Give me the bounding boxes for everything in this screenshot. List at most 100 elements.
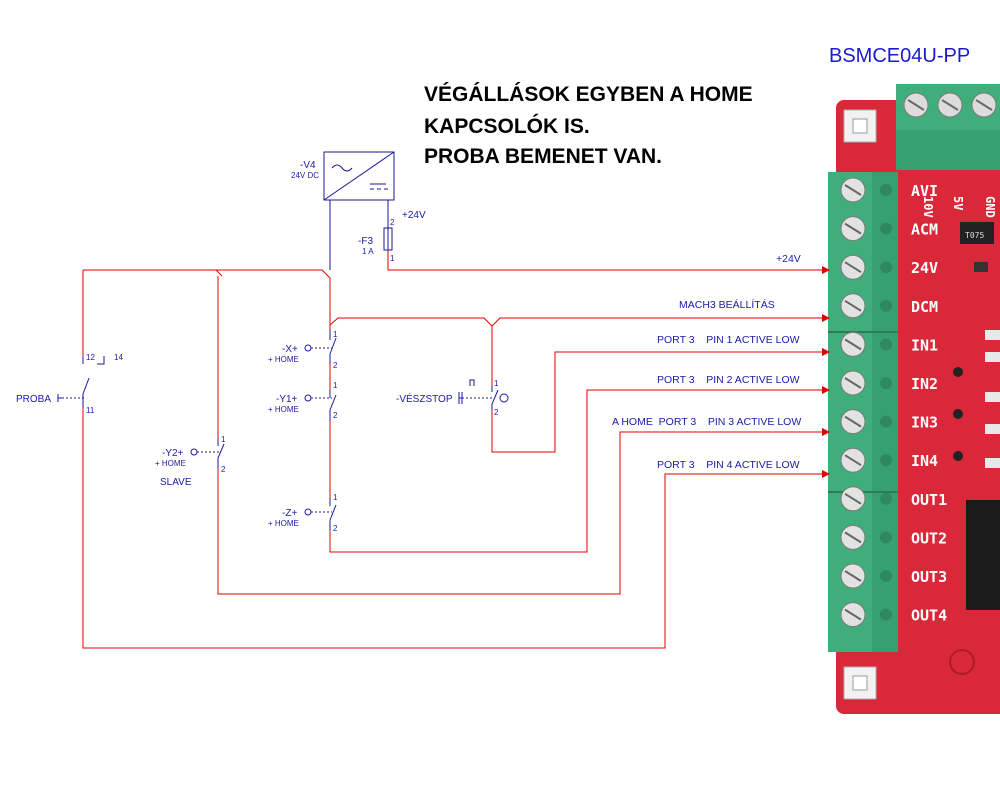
terminal-screws <box>840 177 892 628</box>
switch-y2-sub: + HOME <box>155 459 186 468</box>
probe-ref: PROBA <box>16 394 51 405</box>
psu-rating: 24V DC <box>291 171 319 180</box>
pin-label-out1: OUT1 <box>911 491 947 509</box>
label-24v: +24V <box>776 253 801 265</box>
fuse-f3: -F3 1 A 2 1 <box>358 218 395 263</box>
chip-label: T075 <box>965 231 984 240</box>
terminal-wire-hole <box>880 531 892 544</box>
probe-pin14: 14 <box>114 353 123 362</box>
probe-actuator-icon <box>57 394 62 402</box>
board-title: BSMCE04U-PP <box>829 45 970 67</box>
pin-label-out2: OUT2 <box>911 529 947 547</box>
switch-y2-pin2: 2 <box>221 465 226 474</box>
label-in1: PORT 3 PIN 1 ACTIVE LOW <box>657 334 800 346</box>
switch-estop: -VÉSZSTOP 1 2 <box>396 379 509 417</box>
chip-t075 <box>960 222 994 244</box>
psu-out-label: +24V <box>402 210 426 221</box>
terminal-screw-slot <box>844 377 862 389</box>
mount-hole-bottom <box>843 666 877 700</box>
smd-components <box>953 262 1000 468</box>
label-mach3: MACH3 BEÁLLÍTÁS <box>679 298 775 311</box>
switch-y1-ref: -Y1+ <box>276 394 298 405</box>
terminal-screw-slot <box>844 570 862 582</box>
top-pin-5v: 5V <box>951 196 965 210</box>
ic-package <box>966 500 1000 610</box>
label-in3: A HOME PORT 3 PIN 3 ACTIVE LOW <box>612 416 801 428</box>
pin-label-avi: AVI <box>911 182 938 200</box>
switch-probe: PROBA 12 14 11 <box>16 353 123 415</box>
estop-pin1: 1 <box>494 379 499 388</box>
switch-z-sub: + HOME <box>268 519 299 528</box>
switch-z-pin1: 1 <box>333 493 338 502</box>
switch-z-pin2: 2 <box>333 524 338 533</box>
terminal-wire-hole <box>880 184 892 196</box>
pin-label-in4: IN4 <box>911 452 938 470</box>
terminal-wire-hole <box>880 338 892 351</box>
switch-y2: -Y2+ + HOME SLAVE 1 2 <box>155 435 226 488</box>
probe-pin12: 12 <box>86 353 95 362</box>
terminal-wire-hole <box>880 222 892 235</box>
wires <box>82 200 822 649</box>
label-in2: PORT 3 PIN 2 ACTIVE LOW <box>657 374 800 386</box>
switch-x-sub: + HOME <box>268 355 299 364</box>
switch-y2-slave: SLAVE <box>160 477 192 488</box>
switch-y1-pin2: 2 <box>333 411 338 420</box>
fuse-ref: -F3 <box>358 236 373 247</box>
switch-y1-sub: + HOME <box>268 405 299 414</box>
pin-label-out3: OUT3 <box>911 568 947 586</box>
note-line-2: KAPCSOLÓK IS. <box>424 114 590 138</box>
mount-hole-bottom-inner <box>852 675 868 691</box>
fuse-rating: 1 A <box>362 247 374 256</box>
pin-label-dcm: DCM <box>911 298 938 316</box>
wire-labels: +24V MACH3 BEÁLLÍTÁS PORT 3 PIN 1 ACTIVE… <box>612 253 801 471</box>
note-block: VÉGÁLLÁSOK EGYBEN A HOME KAPCSOLÓK IS. P… <box>424 83 753 168</box>
psu-diagonal <box>323 151 395 201</box>
switch-z: -Z+ + HOME 1 2 <box>268 493 338 533</box>
switch-y1-pin1: 1 <box>333 381 338 390</box>
terminal-wire-hole <box>880 415 892 428</box>
top-terminal-base <box>896 130 1000 170</box>
terminal-screw-slot <box>844 492 862 505</box>
breakout-board: BSMCE04U-PP 10V 5V GND AVIACM24VDCMIN1IN… <box>828 45 1000 714</box>
note-line-1: VÉGÁLLÁSOK EGYBEN A HOME <box>424 83 753 106</box>
switch-x-pin2: 2 <box>333 361 338 370</box>
terminal-screw-slot <box>844 454 862 467</box>
pcb-logo <box>949 649 975 675</box>
label-in4: PORT 3 PIN 4 ACTIVE LOW <box>657 459 800 471</box>
terminal-wire-hole <box>880 454 892 467</box>
switch-y2-ref: -Y2+ <box>162 448 184 459</box>
pin-label-acm: ACM <box>911 221 938 239</box>
pin-label-in3: IN3 <box>911 414 938 432</box>
mount-hole-top-inner <box>852 118 868 134</box>
terminal-screw-slot <box>844 184 862 196</box>
terminal-wire-hole <box>880 299 892 312</box>
switch-x-ref: -X+ <box>282 344 298 355</box>
terminal-screw-slot <box>844 261 862 274</box>
top-pin-gnd: GND <box>983 196 997 218</box>
switch-z-ref: -Z+ <box>282 508 297 519</box>
terminal-wire-hole <box>880 492 892 505</box>
terminal-screw-slot <box>844 608 862 621</box>
terminal-wire-hole <box>880 261 892 274</box>
note-line-3: PROBA BEMENET VAN. <box>424 145 662 168</box>
ac-symbol <box>331 164 353 172</box>
probe-no-contact <box>97 356 105 365</box>
terminal-screw-slot <box>844 299 862 312</box>
estop-pushbutton-icon <box>458 392 463 404</box>
estop-mushroom-icon <box>499 393 509 403</box>
terminal-wire-hole <box>880 377 892 389</box>
estop-pin2: 2 <box>494 408 499 417</box>
switch-x: -X+ + HOME 1 2 <box>268 330 338 370</box>
pin-label-in2: IN2 <box>911 375 938 393</box>
estop-ref: -VÉSZSTOP <box>396 392 453 405</box>
terminal-screw-slot <box>844 338 862 351</box>
pin-label-24v: 24V <box>911 259 938 277</box>
psu-ref: -V4 <box>300 160 316 171</box>
terminal-wire-hole <box>880 608 892 621</box>
terminal-screw-slot <box>844 531 862 544</box>
switch-x-pin1: 1 <box>333 330 338 339</box>
terminal-screw-slot <box>844 415 862 428</box>
